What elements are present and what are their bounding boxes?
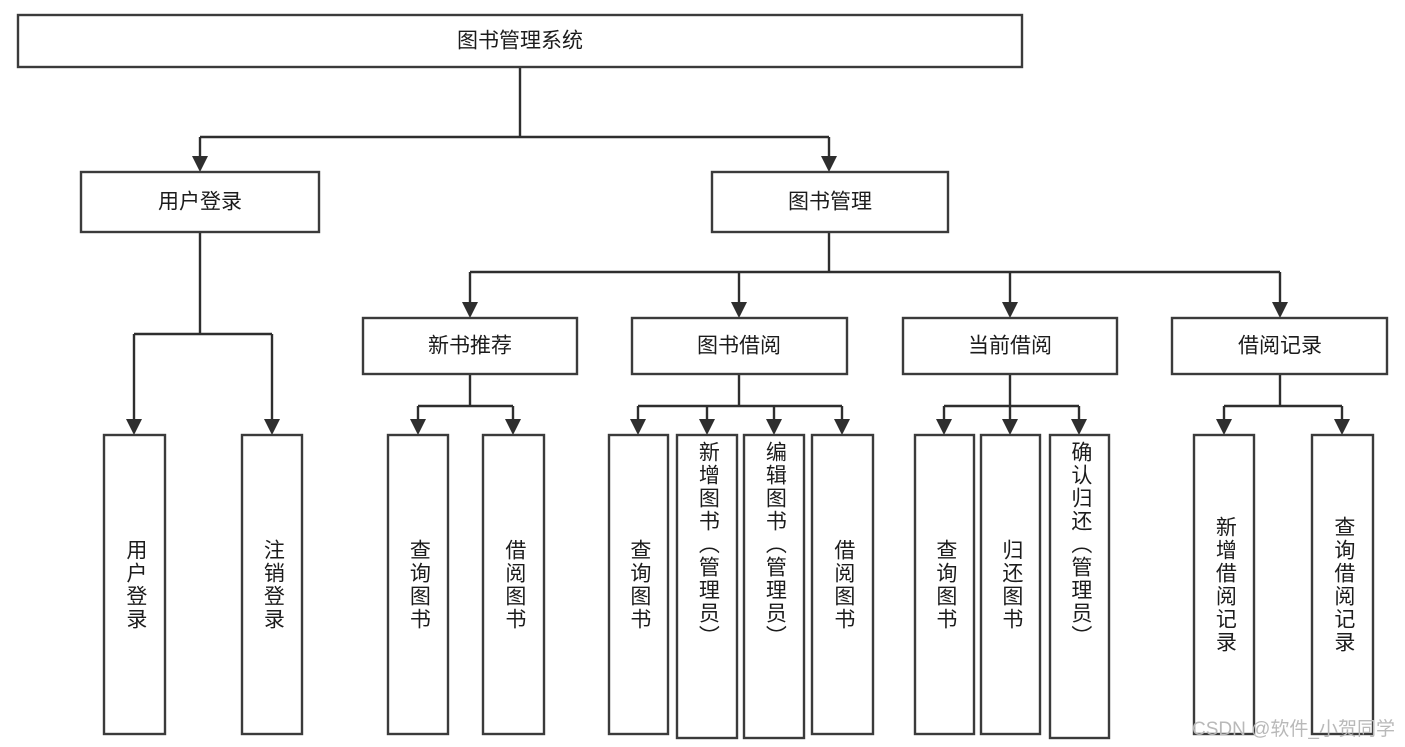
node-new-book-rec[interactable]: 新书推荐 bbox=[361, 316, 579, 376]
node-leaf-borrow-book-1-box[interactable] bbox=[481, 433, 546, 736]
arrow-head-icon bbox=[731, 302, 747, 318]
connector-group-borrow-record-to-leaves bbox=[1216, 374, 1350, 435]
node-leaf-add-record-box[interactable] bbox=[1192, 433, 1256, 736]
node-borrow-record[interactable]: 借阅记录 bbox=[1170, 316, 1389, 376]
node-leaf-add-book-box[interactable] bbox=[675, 433, 739, 740]
connector-group-book-borrow-to-leaves bbox=[630, 374, 850, 435]
arrow-head-icon bbox=[126, 419, 142, 435]
node-book-borrow-box[interactable] bbox=[630, 316, 849, 376]
arrow-head-icon bbox=[834, 419, 850, 435]
arrow-head-icon bbox=[821, 156, 837, 172]
arrow-head-icon bbox=[1002, 302, 1018, 318]
connector-group-root-to-level2 bbox=[192, 67, 837, 172]
node-current-borrow-label: 当前借阅 bbox=[968, 335, 1052, 358]
node-leaf-user-logout-box[interactable] bbox=[240, 433, 304, 736]
arrow-head-icon bbox=[1272, 302, 1288, 318]
node-leaf-query-book-3-box[interactable] bbox=[913, 433, 976, 736]
node-user-login[interactable]: 用户登录 bbox=[79, 170, 321, 234]
watermark-text: CSDN @软件_小贺同学 bbox=[1192, 719, 1395, 740]
node-leaf-confirm-return-box[interactable] bbox=[1048, 433, 1111, 740]
node-leaf-borrow-book-2-box[interactable] bbox=[810, 433, 875, 736]
node-leaf-query-book-1-box[interactable] bbox=[386, 433, 450, 736]
node-borrow-record-box[interactable] bbox=[1170, 316, 1389, 376]
arrow-head-icon bbox=[936, 419, 952, 435]
node-leaf-edit-book-box[interactable] bbox=[742, 433, 806, 740]
node-book-manage[interactable]: 图书管理 bbox=[710, 170, 950, 234]
arrow-head-icon bbox=[766, 419, 782, 435]
arrow-head-icon bbox=[264, 419, 280, 435]
node-borrow-record-label: 借阅记录 bbox=[1238, 335, 1322, 358]
arrow-head-icon bbox=[699, 419, 715, 435]
node-current-borrow[interactable]: 当前借阅 bbox=[901, 316, 1119, 376]
node-leaf-query-book-2-box[interactable] bbox=[607, 433, 670, 736]
node-user-login-box[interactable] bbox=[79, 170, 321, 234]
arrow-head-icon bbox=[1071, 419, 1087, 435]
node-leaf-return-book-box[interactable] bbox=[979, 433, 1042, 736]
connector-group-book-manage-to-level3 bbox=[462, 232, 1288, 318]
connector-group-new-book-rec-to-leaves bbox=[410, 374, 521, 435]
arrow-head-icon bbox=[1334, 419, 1350, 435]
node-user-login-label: 用户登录 bbox=[158, 191, 242, 214]
node-book-manage-box[interactable] bbox=[710, 170, 950, 234]
node-book-borrow-label: 图书借阅 bbox=[697, 335, 781, 358]
node-leaf-user-login-box[interactable] bbox=[102, 433, 167, 736]
node-leaf-query-record-box[interactable] bbox=[1310, 433, 1375, 736]
node-book-borrow[interactable]: 图书借阅 bbox=[630, 316, 849, 376]
node-root-label: 图书管理系统 bbox=[457, 30, 583, 53]
arrow-head-icon bbox=[505, 419, 521, 435]
connector-group-current-borrow-to-leaves bbox=[936, 374, 1087, 435]
arrow-head-icon bbox=[630, 419, 646, 435]
connector-group-user-login-to-leaves bbox=[126, 232, 280, 435]
node-current-borrow-box[interactable] bbox=[901, 316, 1119, 376]
arrow-head-icon bbox=[1002, 419, 1018, 435]
arrow-head-icon bbox=[192, 156, 208, 172]
node-new-book-rec-label: 新书推荐 bbox=[428, 335, 512, 358]
arrow-head-icon bbox=[1216, 419, 1232, 435]
node-root-box[interactable] bbox=[16, 13, 1024, 69]
arrow-head-icon bbox=[462, 302, 478, 318]
node-new-book-rec-box[interactable] bbox=[361, 316, 579, 376]
node-root[interactable]: 图书管理系统 bbox=[16, 13, 1024, 69]
arrow-head-icon bbox=[410, 419, 426, 435]
node-book-manage-label: 图书管理 bbox=[788, 191, 872, 214]
